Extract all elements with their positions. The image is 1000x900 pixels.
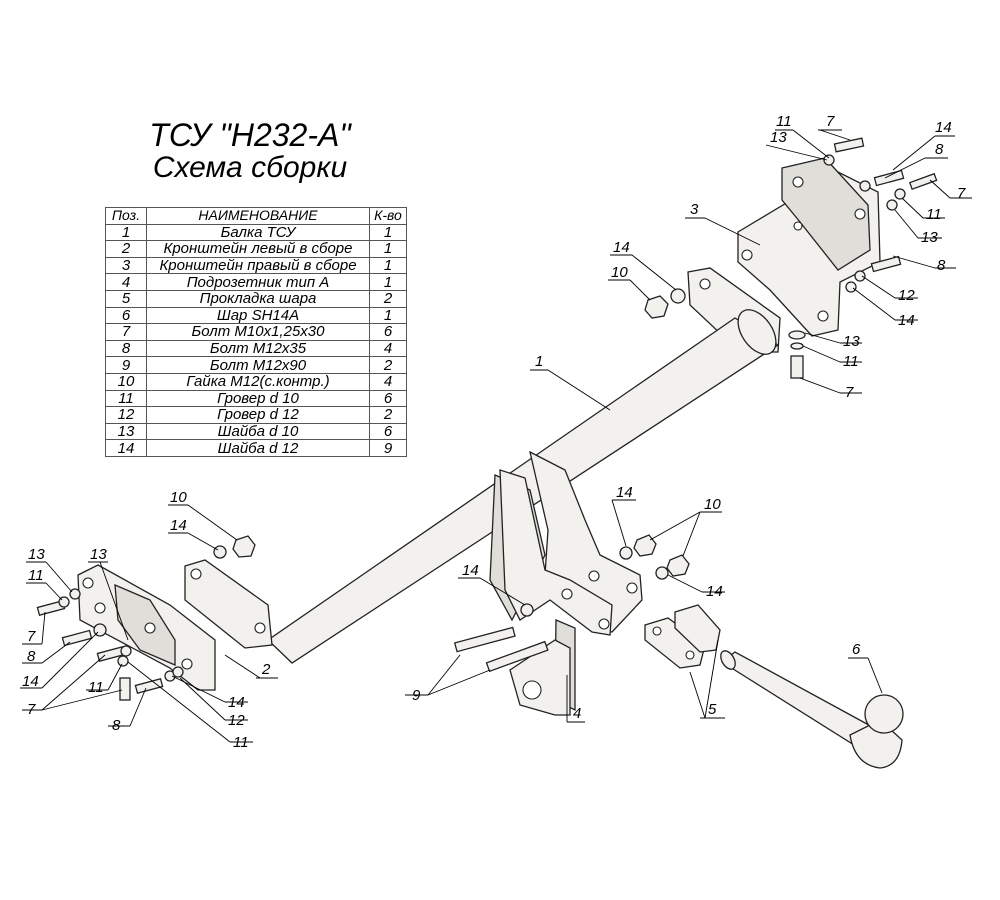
callout-labels: 1 2 3 4 5 6 11 7 13 14 8 7 11 13 8 12 14…	[22, 113, 966, 751]
callout-7-rt: 7	[826, 113, 835, 130]
cell-qty: 2	[369, 289, 407, 308]
beam-left-plate	[184, 559, 273, 649]
callout-8b-l: 8	[112, 717, 121, 734]
tow-ball	[720, 650, 904, 769]
socket-mount	[509, 619, 576, 716]
callout-12-l: 12	[228, 712, 245, 729]
callout-3: 3	[690, 201, 699, 218]
cell-name: Подрозетник тип А	[146, 273, 370, 291]
callout-11c-rt: 11	[843, 353, 859, 370]
callout-14b-l: 14	[228, 694, 245, 711]
drawing-title: ТСУ "Н232-А"	[149, 117, 351, 153]
callout-11-rt: 11	[776, 113, 792, 130]
callout-11b-l: 11	[88, 679, 104, 696]
callout-5: 5	[708, 701, 717, 718]
callout-14-mt: 14	[613, 239, 630, 256]
callout-14-lt: 14	[170, 517, 187, 534]
callout-7-l: 7	[27, 628, 36, 645]
callout-10-mt: 10	[611, 264, 628, 281]
callout-14-rt: 14	[935, 119, 952, 136]
callout-8-l: 8	[27, 648, 36, 665]
title-block: ТСУ "Н232-А" Схема сборки	[120, 118, 380, 184]
callout-14c-c: 14	[462, 562, 479, 579]
callout-13-rt: 13	[770, 129, 787, 146]
ball-mount-plates	[489, 450, 643, 636]
callout-14b-rt: 14	[898, 312, 915, 329]
callout-10-lt: 10	[170, 489, 187, 506]
table-header-row: Поз. НАИМЕНОВАНИЕ К-во	[105, 207, 407, 225]
callout-8-rt: 8	[935, 141, 944, 158]
drawing-subtitle: Схема сборки	[152, 151, 348, 184]
callout-9-c: 9	[412, 687, 421, 704]
cell-qty: 4	[369, 372, 407, 391]
right-bracket	[737, 157, 881, 337]
callout-14b-c: 14	[706, 583, 723, 600]
callout-7c-rt: 7	[845, 384, 854, 401]
callout-10-c: 10	[704, 496, 721, 513]
cell-name: Болт М12х90	[146, 356, 370, 374]
callout-8b-rt: 8	[937, 257, 946, 274]
callout-13b-rt: 13	[921, 229, 938, 246]
cell-name: Прокладка шара	[146, 289, 370, 308]
leader-lines	[20, 129, 972, 743]
callout-14-c: 14	[616, 484, 633, 501]
cell-name: Гайка М12(с.контр.)	[146, 372, 370, 391]
cell-pos: 11	[105, 389, 147, 408]
callout-13b-l: 13	[90, 546, 107, 563]
callout-11c-l: 11	[233, 734, 249, 751]
header-pos: Поз.	[105, 207, 147, 225]
callout-6: 6	[852, 641, 861, 658]
callout-12-rt: 12	[898, 287, 915, 304]
cell-name: Кронштейн левый в сборе	[146, 240, 370, 258]
callout-14-l: 14	[22, 673, 39, 690]
callout-11b-rt: 11	[926, 206, 942, 223]
callout-7b-l: 7	[27, 701, 36, 718]
cell-name: Шар SH14A	[146, 306, 370, 325]
callout-13c-rt: 13	[843, 333, 860, 350]
callout-2: 2	[261, 661, 271, 678]
callout-1: 1	[535, 353, 543, 370]
callout-11-l: 11	[28, 567, 44, 584]
callout-13-l: 13	[28, 546, 45, 563]
callout-4: 4	[573, 705, 581, 722]
ball-shims	[644, 604, 721, 669]
callout-7b-rt: 7	[957, 185, 966, 202]
cell-qty: 9	[369, 439, 407, 457]
